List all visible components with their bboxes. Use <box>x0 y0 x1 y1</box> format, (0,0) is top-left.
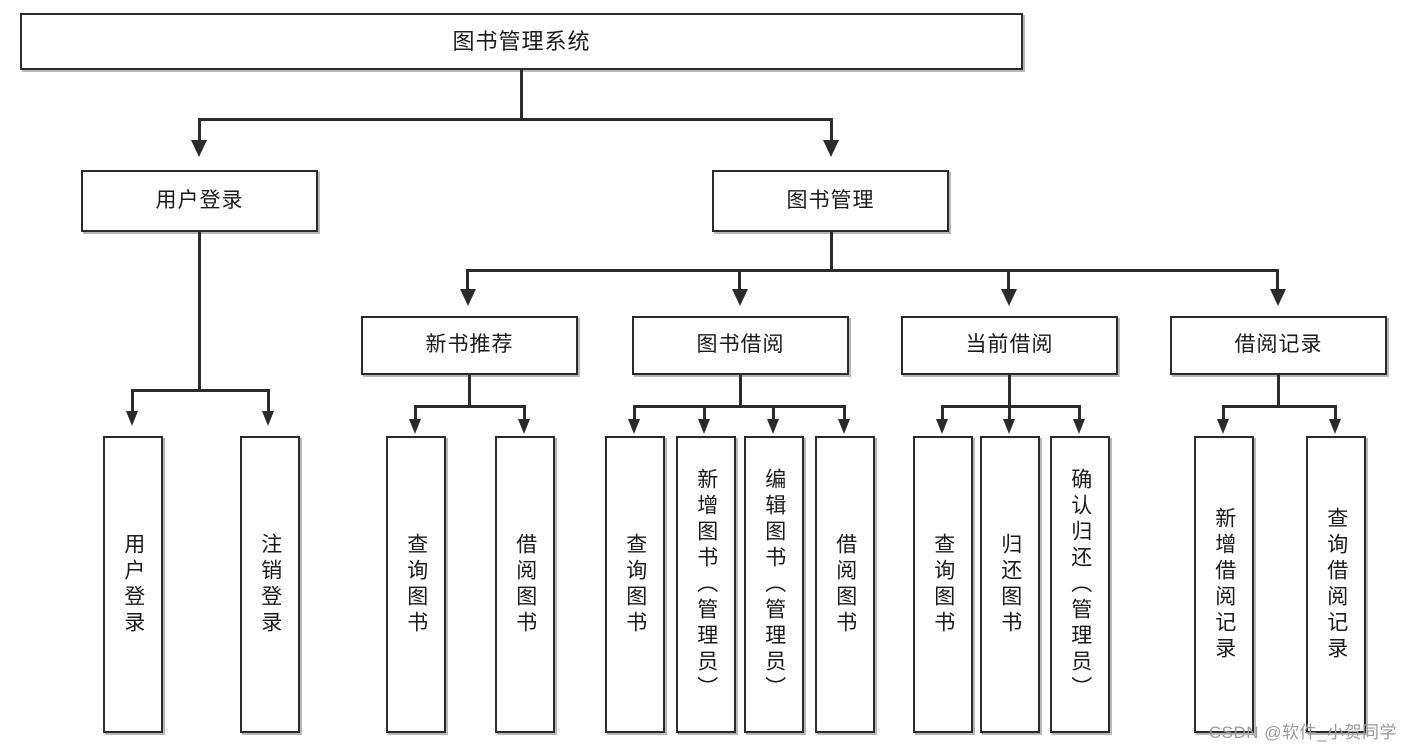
edge-br-stem <box>1277 375 1280 408</box>
arrow-to-logout-leaf <box>262 411 274 426</box>
node-label: 编辑图书（管理员） <box>762 467 786 702</box>
node-current-borrow[interactable]: 当前借阅 <box>901 316 1118 375</box>
arrow-bb-leaf-2 <box>698 419 710 434</box>
arrow-nbr-leaf-2 <box>518 419 530 434</box>
node-label: 注销登录 <box>258 532 282 637</box>
arrow-to-borrow-record <box>1270 289 1286 306</box>
edge-cb-drop-2 <box>1008 405 1011 421</box>
arrow-bb-leaf-3 <box>767 419 779 434</box>
arrow-to-book-borrow <box>732 289 748 306</box>
edge-root-bus <box>198 118 833 121</box>
node-borrow-record[interactable]: 借阅记录 <box>1170 316 1387 375</box>
edge-cb-drop-3 <box>1078 405 1081 421</box>
edge-bm-drop-4 <box>1276 269 1279 291</box>
edge-cb-drop-1 <box>941 405 944 421</box>
arrow-to-book-manage <box>823 140 839 157</box>
arrow-to-current-borrow <box>1001 289 1017 306</box>
node-user-login[interactable]: 用户登录 <box>81 170 318 232</box>
edge-nbr-drop-2 <box>523 405 526 421</box>
edge-nbr-stem <box>468 375 471 408</box>
node-label: 用户登录 <box>121 532 145 637</box>
node-label: 借阅记录 <box>1234 333 1323 357</box>
edge-bookmanage-stem <box>830 232 833 272</box>
edge-bb-drop-2 <box>703 405 706 421</box>
node-label: 图书借阅 <box>696 333 785 357</box>
leaf-return-book[interactable]: 归还图书 <box>980 436 1040 733</box>
node-label: 新书推荐 <box>425 333 514 357</box>
edge-bb-drop-3 <box>772 405 775 421</box>
leaf-query-book-current[interactable]: 查询图书 <box>913 436 973 733</box>
arrow-br-leaf-1 <box>1217 419 1229 434</box>
edge-cb-bus <box>941 405 1081 408</box>
leaf-query-book-borrow[interactable]: 查询图书 <box>605 436 665 733</box>
arrow-to-new-book-recommend <box>460 289 476 306</box>
edge-userlogin-bus <box>131 389 270 392</box>
leaf-borrow-book[interactable]: 借阅图书 <box>815 436 875 733</box>
arrow-cb-leaf-3 <box>1073 419 1085 434</box>
node-label: 借阅图书 <box>833 532 857 637</box>
edge-bb-drop-1 <box>633 405 636 421</box>
arrow-cb-leaf-1 <box>936 419 948 434</box>
leaf-query-book-recommend[interactable]: 查询图书 <box>386 436 446 733</box>
leaf-edit-book-admin[interactable]: 编辑图书（管理员） <box>744 436 804 733</box>
edge-br-bus <box>1222 405 1337 408</box>
edge-nbr-bus <box>414 405 526 408</box>
edge-userlogin-drop-2 <box>267 389 270 413</box>
arrow-to-user-login-leaf <box>126 411 138 426</box>
arrow-to-user-login <box>191 140 207 157</box>
arrow-nbr-leaf-1 <box>409 419 421 434</box>
node-label: 归还图书 <box>998 532 1022 637</box>
edge-root-to-book-manage <box>830 118 833 142</box>
edge-nbr-drop-1 <box>414 405 417 421</box>
node-book-borrow[interactable]: 图书借阅 <box>632 316 849 375</box>
arrow-bb-leaf-1 <box>628 419 640 434</box>
edge-bookmanage-bus <box>466 269 1279 272</box>
node-label: 查询图书 <box>404 532 428 637</box>
edge-bm-drop-2 <box>738 269 741 291</box>
node-label: 用户登录 <box>155 188 244 212</box>
edge-root-to-user-login <box>198 118 201 142</box>
leaf-borrow-book-recommend[interactable]: 借阅图书 <box>495 436 555 733</box>
node-label: 当前借阅 <box>965 333 1054 357</box>
leaf-confirm-return-admin[interactable]: 确认归还（管理员） <box>1050 436 1110 733</box>
node-label: 新增图书（管理员） <box>694 467 718 702</box>
edge-bm-drop-3 <box>1007 269 1010 291</box>
node-book-management[interactable]: 图书管理 <box>712 170 949 232</box>
node-label: 查询图书 <box>623 532 647 637</box>
csdn-watermark: CSDN @软件_小贺同学 <box>1208 723 1397 742</box>
leaf-add-book-admin[interactable]: 新增图书（管理员） <box>676 436 736 733</box>
node-label: 新增借阅记录 <box>1212 506 1236 663</box>
edge-bb-bus <box>633 405 846 408</box>
node-label: 图书管理 <box>786 188 875 212</box>
edge-cb-stem <box>1008 375 1011 408</box>
edge-userlogin-stem <box>198 232 201 392</box>
edge-root-stem <box>520 70 523 120</box>
arrow-bb-leaf-4 <box>838 419 850 434</box>
node-label: 查询借阅记录 <box>1324 506 1348 663</box>
edge-userlogin-drop-1 <box>131 389 134 413</box>
arrow-br-leaf-2 <box>1329 419 1341 434</box>
node-label: 查询图书 <box>931 532 955 637</box>
node-label: 图书管理系统 <box>452 28 591 54</box>
edge-bb-stem <box>739 375 742 408</box>
leaf-logout[interactable]: 注销登录 <box>240 436 300 733</box>
leaf-query-borrow-record[interactable]: 查询借阅记录 <box>1306 436 1366 733</box>
edge-br-drop-1 <box>1222 405 1225 421</box>
leaf-user-login[interactable]: 用户登录 <box>103 436 163 733</box>
node-label: 借阅图书 <box>513 532 537 637</box>
edge-bm-drop-1 <box>466 269 469 291</box>
edge-br-drop-2 <box>1334 405 1337 421</box>
leaf-add-borrow-record[interactable]: 新增借阅记录 <box>1194 436 1254 733</box>
node-label: 确认归还（管理员） <box>1068 467 1092 702</box>
node-new-book-recommend[interactable]: 新书推荐 <box>361 316 578 375</box>
edge-bb-drop-4 <box>843 405 846 421</box>
arrow-cb-leaf-2 <box>1003 419 1015 434</box>
node-root-system[interactable]: 图书管理系统 <box>20 13 1023 70</box>
